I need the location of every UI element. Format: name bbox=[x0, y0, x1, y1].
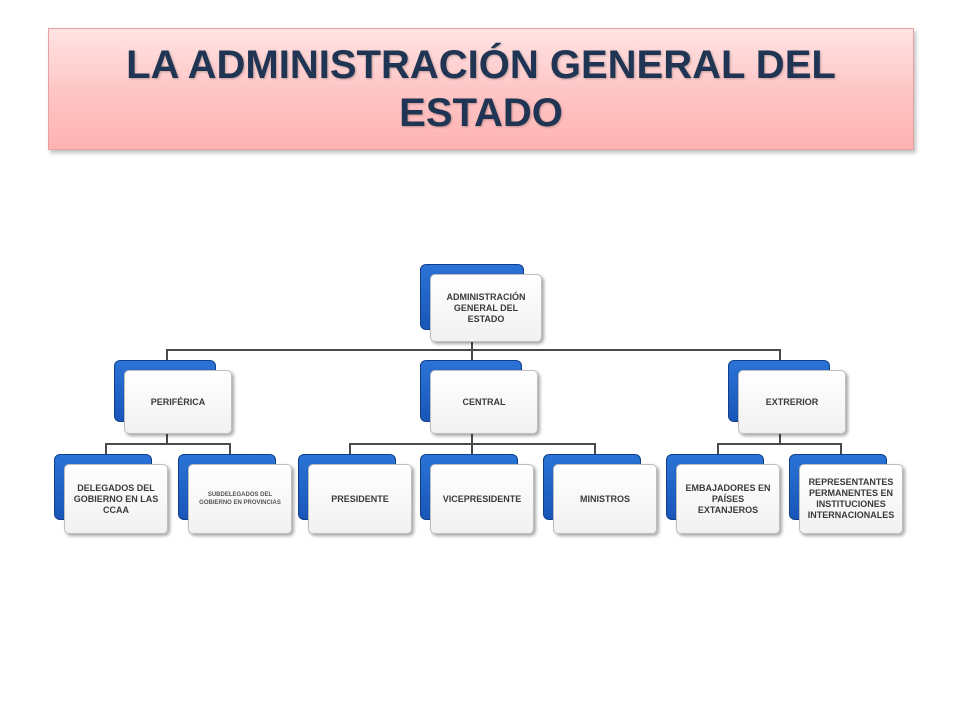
connector-ministros bbox=[594, 443, 596, 457]
org-node-embajadores-label: EMBAJADORES EN PAÍSES EXTANJEROS bbox=[685, 482, 771, 515]
org-node-presidente: PRESIDENTE bbox=[298, 454, 412, 534]
connector-exterior bbox=[779, 349, 781, 363]
connector-periferica-down bbox=[166, 432, 168, 444]
connector-exterior-down bbox=[779, 432, 781, 444]
org-node-vicepresidente: VICEPRESIDENTE bbox=[420, 454, 534, 534]
connector-exterior-bar bbox=[717, 443, 842, 445]
org-node-exterior-label: EXTRERIOR bbox=[765, 396, 819, 407]
connector-periferica-bar bbox=[105, 443, 231, 445]
org-node-root-label: ADMINISTRACIÓN GENERAL DEL ESTADO bbox=[446, 291, 526, 324]
org-node-ministros: MINISTROS bbox=[543, 454, 657, 534]
org-node-delegados-label: DELEGADOS DEL GOBIERNO EN LAS CCAA bbox=[73, 482, 159, 515]
slide-title: LA ADMINISTRACIÓN GENERAL DEL ESTADO bbox=[126, 43, 836, 135]
org-node-central: CENTRAL bbox=[420, 360, 538, 434]
org-node-representantes-label: REPRESENTANTES PERMANENTES EN INSTITUCIO… bbox=[807, 477, 895, 520]
org-node-embajadores: EMBAJADORES EN PAÍSES EXTANJEROS bbox=[666, 454, 780, 534]
org-node-periferica-label: PERIFÉRICA bbox=[150, 396, 206, 407]
connector-level1-bar bbox=[166, 349, 781, 351]
connector-representantes bbox=[840, 443, 842, 457]
connector-delegados bbox=[105, 443, 107, 457]
connector-embajadores bbox=[717, 443, 719, 457]
org-node-periferica: PERIFÉRICA bbox=[114, 360, 232, 434]
connector-root-down bbox=[471, 340, 473, 350]
connector-presidente bbox=[349, 443, 351, 457]
org-node-ministros-label: MINISTROS bbox=[579, 493, 630, 504]
connector-central bbox=[471, 349, 473, 363]
org-node-representantes: REPRESENTANTES PERMANENTES EN INSTITUCIO… bbox=[789, 454, 903, 534]
connector-periferica bbox=[166, 349, 168, 363]
org-node-central-label: CENTRAL bbox=[462, 396, 506, 407]
org-node-subdelegados-label: SUBDELEGADOS DEL GOBIERNO EN PROVINCIAS bbox=[199, 492, 281, 506]
org-node-exterior: EXTRERIOR bbox=[728, 360, 846, 434]
org-node-root: ADMINISTRACIÓN GENERAL DEL ESTADO bbox=[420, 264, 542, 342]
connector-vicepresidente bbox=[471, 443, 473, 457]
connector-central-down bbox=[471, 432, 473, 444]
org-node-subdelegados: SUBDELEGADOS DEL GOBIERNO EN PROVINCIAS bbox=[178, 454, 292, 534]
org-node-presidente-label: PRESIDENTE bbox=[331, 493, 389, 504]
org-node-delegados: DELEGADOS DEL GOBIERNO EN LAS CCAA bbox=[54, 454, 168, 534]
connector-subdelegados bbox=[229, 443, 231, 457]
slide-title-box: LA ADMINISTRACIÓN GENERAL DEL ESTADO bbox=[48, 28, 914, 150]
org-node-vicepresidente-label: VICEPRESIDENTE bbox=[442, 493, 522, 504]
